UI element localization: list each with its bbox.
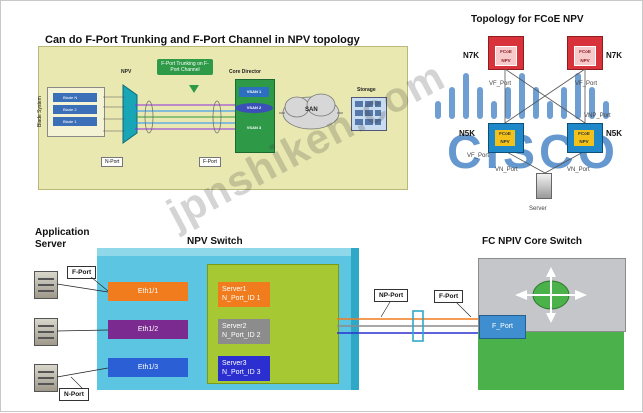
fcoe-npv-right: FCoE NPV — [574, 46, 596, 66]
blade-n: Blade N — [53, 93, 97, 102]
fcoe-server-icon — [536, 173, 552, 199]
vnp-port-right-label: VNP_Port — [584, 113, 611, 119]
server2-id: N_Port_ID 2 — [222, 332, 261, 339]
server1-nport: Server1 N_Port_ID 1 — [218, 282, 270, 307]
core-switch-hub-icon — [515, 267, 587, 323]
storage-label: Storage — [357, 87, 376, 93]
fcoe-npv-left: FCoE NPV — [495, 46, 517, 66]
n-port-tag: N-Port — [59, 388, 89, 401]
f-port-tag: F-Port — [67, 266, 97, 279]
vf-port-lower-left-label: VF_Port — [467, 153, 490, 159]
server3-name: Server3 — [222, 360, 247, 367]
n7k-left-switch: FCoE NPV — [488, 36, 524, 70]
server1-id: N_Port_ID 1 — [222, 295, 261, 302]
n-port-label: N-Port — [101, 157, 124, 167]
server2-name: Server2 — [222, 323, 247, 330]
f-port-label: F-Port — [199, 157, 221, 167]
vf-port-right-label: VF_Port — [575, 81, 598, 87]
fcoe-topology-title: Topology for FCoE NPV — [471, 14, 584, 25]
application-server-title: Application Server — [35, 227, 90, 250]
app-server-1-icon — [34, 271, 58, 299]
core-f-port-box: F_Port — [479, 315, 526, 339]
eth1-3-port: Eth1/3 — [108, 358, 188, 377]
npv-switch-top — [97, 248, 359, 256]
vsan-2: VSAN 2 — [235, 103, 273, 113]
f-port-trunk-lines — [135, 100, 239, 134]
npv-topology-panel: Blade System Blade N Blade 2 Blade 1 NPV… — [37, 46, 408, 190]
n7k-left-label: N7K — [463, 51, 480, 60]
blade-2: Blade 2 — [53, 105, 97, 114]
eth1-2-port: Eth1/2 — [108, 320, 188, 339]
server1-name: Server1 — [222, 286, 247, 293]
vsan-1-top: VSAN 1 — [239, 87, 269, 97]
core-director-label: Core Director — [229, 69, 261, 75]
server2-nport: Server2 N_Port_ID 2 — [218, 319, 270, 344]
san-label: SAN — [305, 107, 318, 113]
npv-label: NPV — [121, 69, 132, 75]
n5k-right-switch: FCoE NPV — [567, 123, 603, 153]
vn-port-right-label: VN_Port — [567, 167, 590, 173]
server-label: Server — [529, 206, 547, 212]
np-port-tag: NP-Port — [374, 289, 409, 302]
blade-1: Blade 1 — [53, 117, 97, 126]
app-server-2-icon — [34, 318, 58, 346]
vn-port-left-label: VN_Port — [495, 167, 518, 173]
n5k-left-label: N5K — [459, 129, 476, 138]
vf-port-left-label: VF_Port — [489, 81, 512, 87]
storage-disks — [355, 101, 381, 125]
n5k-right-label: N5K — [606, 129, 623, 138]
eth1-1-port: Eth1/1 — [108, 282, 188, 301]
server3-nport: Server3 N_Port_ID 3 — [218, 356, 270, 381]
f-port-trunking-callout: F-Port Trunking on F-Port Channel — [157, 59, 213, 75]
fcoe-npv-n5k-left: FCoE NPV — [495, 130, 515, 146]
f-port-core-tag: F-Port — [434, 290, 464, 303]
n5k-left-switch: FCoE NPV — [488, 123, 524, 153]
npv-switch-title: NPV Switch — [187, 236, 243, 247]
n7k-right-label: N7K — [606, 51, 623, 60]
fcoe-npv-n5k-right: FCoE NPV — [574, 130, 594, 146]
fcoe-links — [504, 68, 586, 174]
san-cloud — [279, 93, 343, 130]
server3-id: N_Port_ID 3 — [222, 369, 261, 376]
fc-npiv-core-switch-title: FC NPIV Core Switch — [482, 236, 583, 247]
top-left-title: Can do F-Port Trunking and F-Port Channe… — [45, 34, 360, 46]
n7k-right-switch: FCoE NPV — [567, 36, 603, 70]
npv-module — [103, 84, 138, 144]
vsan-3: VSAN 3 — [239, 123, 269, 133]
callout-pointer — [189, 85, 199, 93]
app-server-3-icon — [34, 364, 58, 392]
